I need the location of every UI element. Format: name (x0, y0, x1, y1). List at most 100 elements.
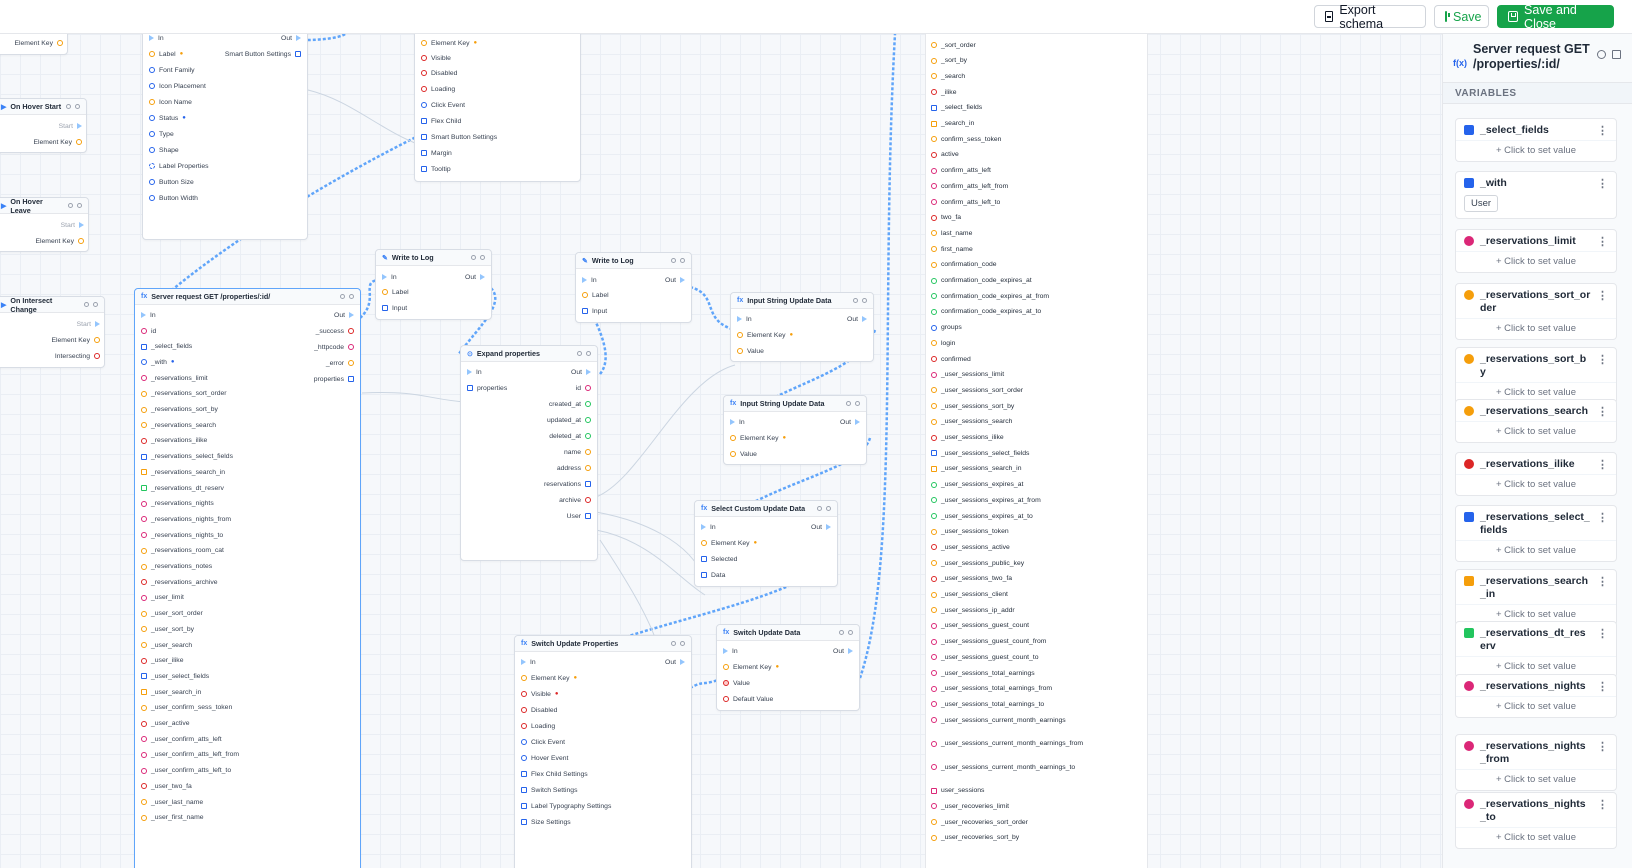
output-port[interactable]: reservations (544, 478, 591, 490)
output-port[interactable]: _user_sessions_guest_count_to (931, 651, 1071, 663)
node-header[interactable]: ▶On Hover Start (0, 99, 86, 115)
input-port[interactable]: Element Key● (421, 37, 477, 49)
input-port[interactable]: Default Value (723, 693, 773, 705)
trash-icon[interactable] (1612, 50, 1621, 59)
export-schema-button[interactable]: Export schema (1314, 3, 1426, 31)
copy-icon[interactable] (77, 203, 82, 208)
in-port[interactable]: In (582, 274, 597, 286)
input-port[interactable]: _user_confirm_atts_left_from (141, 749, 239, 761)
copy-icon[interactable] (680, 258, 685, 263)
input-port[interactable]: id (141, 325, 156, 337)
output-port[interactable]: confirm_sess_token (931, 133, 1071, 145)
copy-icon[interactable] (680, 641, 685, 646)
output-port[interactable]: _user_recoveries_limit (931, 800, 1071, 812)
more-vertical-icon[interactable]: ⋮ (1597, 178, 1608, 190)
output-port[interactable]: _user_sessions_ilike (931, 432, 1071, 444)
output-port[interactable]: _user_sessions_total_earnings_to (931, 698, 1071, 710)
output-port[interactable]: confirmation_code_expires_at_to (931, 306, 1071, 318)
output-port[interactable]: _sort_order (931, 39, 1071, 51)
more-vertical-icon[interactable]: ⋮ (1597, 236, 1608, 248)
set-value-button[interactable]: + Click to set value (1456, 251, 1616, 272)
input-port[interactable]: _user_search (141, 639, 192, 651)
input-port[interactable]: _reservations_nights_from (141, 513, 231, 525)
more-vertical-icon[interactable]: ⋮ (1597, 512, 1608, 524)
output-port[interactable]: _user_sessions_public_key (931, 557, 1071, 569)
element-key-port[interactable]: Element Key (51, 334, 100, 346)
output-port[interactable]: _user_sessions_sort_by (931, 400, 1071, 412)
in-port[interactable]: In (730, 416, 745, 428)
write-to-log-node[interactable]: ✎Write to Log In Out Label Input (575, 252, 692, 323)
more-vertical-icon[interactable]: ⋮ (1597, 799, 1608, 811)
input-port[interactable]: properties (467, 382, 507, 394)
output-port[interactable]: _user_sessions_expires_at_from (931, 494, 1071, 506)
variable-card[interactable]: _reservations_dt_reserv⋮+ Click to set v… (1455, 621, 1617, 678)
input-port[interactable]: _reservations_search (141, 419, 216, 431)
input-port[interactable]: Switch Settings (521, 784, 577, 796)
out-port[interactable]: Out (847, 313, 867, 325)
more-vertical-icon[interactable]: ⋮ (1597, 406, 1608, 418)
output-port[interactable]: groups (931, 322, 1071, 334)
output-port[interactable]: confirm_atts_left_to (931, 196, 1071, 208)
variable-card[interactable]: _reservations_nights_to⋮+ Click to set v… (1455, 792, 1617, 849)
variable-card[interactable]: _reservations_search⋮+ Click to set valu… (1455, 399, 1617, 443)
more-vertical-icon[interactable]: ⋮ (1597, 459, 1608, 471)
output-port[interactable]: _user_sessions_two_fa (931, 573, 1071, 585)
input-port[interactable]: Font Family (149, 64, 195, 76)
variable-card[interactable]: _reservations_sort_order⋮+ Click to set … (1455, 283, 1617, 340)
output-port[interactable]: _error (326, 357, 354, 369)
input-port[interactable]: Label Typography Settings (521, 800, 611, 812)
input-port[interactable]: _user_active (141, 718, 190, 730)
set-value-button[interactable]: + Click to set value (1456, 382, 1616, 403)
save-and-close-button[interactable]: Save and Close (1497, 3, 1614, 31)
output-port[interactable]: _user_sessions_guest_count_from (931, 636, 1071, 648)
more-vertical-icon[interactable]: ⋮ (1597, 628, 1608, 640)
input-port[interactable]: Visible (421, 52, 451, 64)
variable-card[interactable]: _reservations_nights⋮+ Click to set valu… (1455, 674, 1617, 718)
input-port[interactable]: _reservations_limit (141, 372, 208, 384)
in-port[interactable]: In (141, 309, 156, 321)
info-icon[interactable] (577, 351, 582, 356)
output-port[interactable]: two_fa (931, 212, 1071, 224)
in-port[interactable]: In (467, 366, 482, 378)
input-port[interactable]: Flex Child Settings (521, 768, 588, 780)
input-port[interactable]: Shape (149, 144, 179, 156)
output-port[interactable]: _user_sessions_total_earnings_from (931, 683, 1071, 695)
output-port[interactable]: _sort_by (931, 55, 1071, 67)
variable-value-chip[interactable]: User (1464, 195, 1499, 212)
input-port[interactable]: Element Key● (521, 672, 577, 684)
set-value-button[interactable]: + Click to set value (1456, 696, 1616, 717)
output-port[interactable]: _user_sessions_sort_order (931, 384, 1071, 396)
variable-card[interactable]: _reservations_ilike⋮+ Click to set value (1455, 452, 1617, 496)
output-port[interactable]: _user_sessions_current_month_earnings (931, 714, 1071, 726)
output-port[interactable]: _user_sessions_total_earnings (931, 667, 1071, 679)
start-port[interactable]: Start (77, 318, 100, 330)
output-port[interactable]: Smart Button Settings (225, 48, 301, 60)
input-port[interactable]: _user_confirm_sess_token (141, 702, 232, 714)
input-port[interactable]: Element Key● (701, 537, 757, 549)
input-port[interactable]: Button Width (149, 192, 198, 204)
in-port[interactable]: In (737, 313, 752, 325)
input-port[interactable]: _reservations_select_fields (141, 451, 233, 463)
more-vertical-icon[interactable]: ⋮ (1597, 741, 1608, 753)
node-header[interactable]: ⊙Expand properties (461, 346, 597, 362)
out-port[interactable]: Out (833, 645, 853, 657)
input-port[interactable]: Label Properties (149, 160, 209, 172)
copy-icon[interactable] (480, 255, 485, 260)
output-port[interactable]: _search (931, 70, 1071, 82)
save-button[interactable]: Save (1434, 5, 1489, 28)
copy-icon[interactable] (586, 351, 591, 356)
output-port[interactable]: _user_sessions_limit (931, 369, 1071, 381)
output-port[interactable]: address (557, 462, 591, 474)
output-port[interactable]: _ilike (931, 86, 1071, 98)
info-icon[interactable] (471, 255, 476, 260)
input-port[interactable]: _user_confirm_atts_left_to (141, 765, 231, 777)
input-port[interactable]: _reservations_sort_order (141, 388, 227, 400)
input-port[interactable]: _user_first_name (141, 812, 204, 824)
input-port[interactable]: Data (701, 569, 725, 581)
